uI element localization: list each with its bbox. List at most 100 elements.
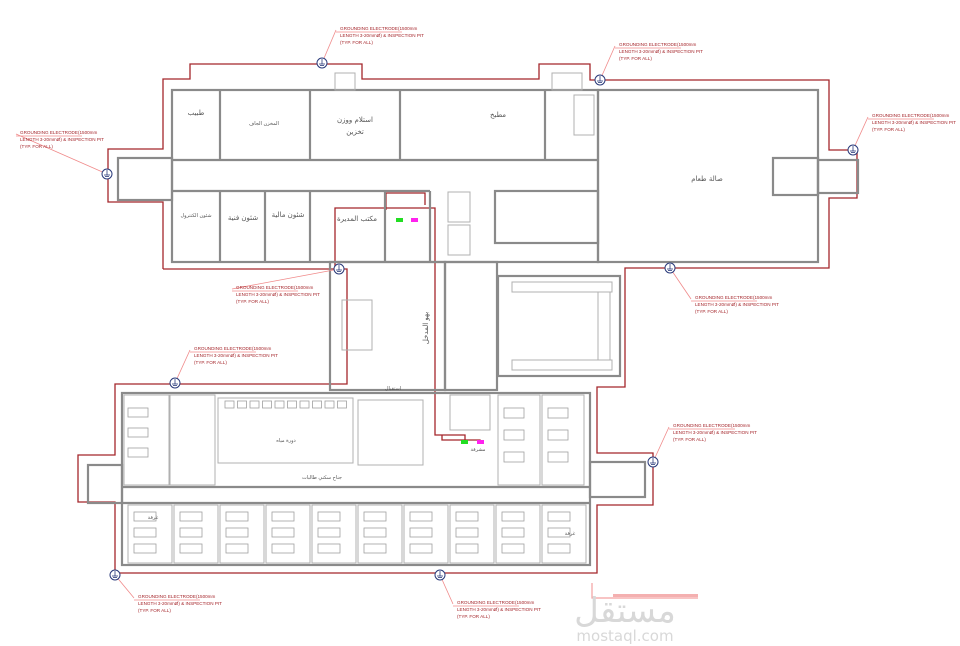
dorm-room	[265, 504, 311, 564]
bed	[409, 511, 433, 522]
bed	[363, 527, 387, 538]
room-dry-store: المخزن الجاف	[249, 121, 279, 127]
south-wing	[86, 391, 647, 567]
green-terminal-2	[461, 440, 468, 444]
electrode-icon	[647, 456, 659, 468]
wc-stall	[262, 400, 272, 409]
dorm-room	[357, 504, 403, 564]
room-receiving: استلام ووزن	[337, 116, 373, 124]
leader-line	[599, 45, 616, 81]
bed	[317, 543, 341, 554]
watermark-logo: مستقل	[574, 591, 676, 631]
bed	[179, 543, 203, 554]
dorm-room	[541, 394, 585, 486]
grounding-note-line2: LENGTH 3-20mmØ) & INSPECTION PIT	[872, 120, 956, 125]
grounding-note-line3: (TYP. FOR ALL)	[138, 608, 171, 613]
room-control: شئون الكنترول	[180, 213, 211, 219]
room-wing: جناح سكني طالبات	[302, 475, 342, 481]
room-dorm: غرفة	[148, 515, 159, 521]
dorm-room	[311, 504, 357, 564]
room-reception: استقبال	[385, 386, 401, 392]
wc-stall	[274, 400, 285, 409]
electrode-icon	[664, 262, 676, 274]
bed	[127, 407, 149, 418]
grounding-note-line3: (TYP. FOR ALL)	[194, 360, 227, 365]
grounding-note-line2: LENGTH 3-20mmØ) & INSPECTION PIT	[20, 137, 104, 142]
room-doctor: طبيب	[188, 109, 205, 117]
room-kitchen: مطبخ	[490, 111, 506, 119]
grounding-feeder	[334, 207, 466, 442]
grounding-note-line2: LENGTH 3-20mmØ) & INSPECTION PIT	[236, 292, 320, 297]
leader-line	[174, 349, 191, 384]
green-terminal	[396, 218, 403, 222]
bed	[317, 527, 341, 538]
leader-line	[15, 133, 108, 175]
grounding-note-line3: (TYP. FOR ALL)	[673, 437, 706, 442]
room-dining: صالة طعام	[691, 175, 723, 183]
grounding-note-line1: GROUNDING ELECTRODE(1500mm	[340, 26, 418, 31]
grounding-note-line2: LENGTH 3-20mmØ) & INSPECTION PIT	[194, 353, 278, 358]
dorm-room	[403, 504, 449, 564]
bed	[547, 527, 571, 538]
bed	[501, 511, 525, 522]
bed	[225, 543, 249, 554]
grounding-note-line2: LENGTH 3-20mmØ) & INSPECTION PIT	[340, 33, 424, 38]
grounding-note-line1: GROUNDING ELECTRODE(1500mm	[138, 594, 216, 599]
bed	[179, 527, 203, 538]
wc-stall	[299, 400, 310, 409]
legend-bar	[591, 583, 698, 599]
bed	[501, 527, 525, 538]
leader-line	[669, 267, 692, 300]
room-dorm-2: غرفة	[565, 531, 576, 537]
entrance-block	[328, 260, 622, 392]
electrode-icon	[333, 263, 345, 275]
bed	[547, 543, 571, 554]
grounding-note-line1: GROUNDING ELECTRODE(1500mm	[673, 423, 751, 428]
room-financial: شئون مالية	[272, 211, 305, 219]
bed	[127, 447, 149, 458]
room-receiving-2: تخزين	[346, 128, 364, 136]
grounding-note-line1: GROUNDING ELECTRODE(1500mm	[619, 42, 697, 47]
wc-stall	[312, 400, 322, 409]
bed	[455, 511, 479, 522]
bed	[547, 407, 569, 419]
dorm-room	[497, 394, 541, 486]
grounding-note-line3: (TYP. FOR ALL)	[236, 299, 269, 304]
bed	[179, 511, 203, 522]
room-director: مكتب المديرة	[337, 215, 377, 223]
bed	[455, 543, 479, 554]
bed	[363, 511, 387, 522]
wc-stall	[324, 400, 335, 409]
electrode-icon	[594, 74, 606, 86]
wc-stall	[224, 400, 235, 409]
grounding-note-line2: LENGTH 3-20mmØ) & INSPECTION PIT	[138, 601, 222, 606]
electrode-icon	[847, 144, 859, 156]
bed	[133, 543, 157, 554]
bed	[547, 511, 571, 522]
bed	[503, 451, 525, 463]
dorm-room	[169, 394, 216, 486]
magenta-terminal-2	[477, 440, 484, 444]
bed	[225, 511, 249, 522]
bed	[409, 527, 433, 538]
grounding-ring	[77, 63, 858, 574]
grounding-note-line2: LENGTH 3-20mmØ) & INSPECTION PIT	[619, 49, 703, 54]
grounding-note-line3: (TYP. FOR ALL)	[20, 144, 53, 149]
bed	[503, 407, 525, 419]
grounding-note-line1: GROUNDING ELECTRODE(1500mm	[695, 295, 773, 300]
bed	[547, 429, 569, 441]
wc-stall	[249, 400, 260, 409]
dorm-room	[127, 504, 173, 564]
grounding-note-line2: LENGTH 3-20mmØ) & INSPECTION PIT	[673, 430, 757, 435]
magenta-terminal	[411, 218, 418, 222]
bed	[455, 527, 479, 538]
grounding-note-line3: (TYP. FOR ALL)	[457, 614, 490, 619]
grounding-note-line1: GROUNDING ELECTRODE(1500mm	[20, 130, 98, 135]
dorm-room	[541, 504, 587, 564]
